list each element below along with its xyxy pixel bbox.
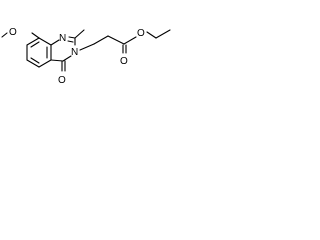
bond-n3-c4 (62, 55, 72, 62)
bond-ch2-ch2 (93, 35, 109, 45)
bond-c2-methyl (74, 29, 85, 39)
atom-label-o-ketone: O (58, 75, 66, 86)
bond-c4-c4a (50, 59, 64, 62)
atom-label-n-ring: N (71, 47, 78, 58)
atom-label-o-methoxy: O (9, 27, 17, 38)
bond-n1-c2-double (67, 40, 74, 43)
bond-ch2-carbonyl (107, 35, 125, 45)
atom-label-o-ester: O (137, 28, 145, 39)
bond-benzene-5 (26, 59, 40, 68)
atom-labels: O N N O O O (9, 27, 145, 86)
bond-c8-omethoxy (31, 32, 40, 39)
atom-label-o-carbonyl: O (120, 56, 128, 67)
bond-benzene-4 (38, 59, 52, 68)
bond-methoxy-methyl (1, 32, 8, 38)
bond-benzene-inner-3 (30, 57, 40, 64)
bond-c8a-n1 (50, 39, 60, 46)
bond-n3-ch2 (79, 43, 95, 51)
bond-carbonyl-oester (123, 36, 137, 45)
bond-oester-ethyl (146, 31, 157, 39)
chemical-structure-diagram: O N N O O O (1, 27, 171, 86)
bond-benzene-2 (38, 37, 52, 46)
bond-ethyl (155, 29, 171, 39)
atom-label-n-upper: N (59, 33, 66, 44)
bond-benzene-1 (26, 37, 40, 46)
bond-n1-c2 (68, 36, 76, 39)
bond-benzene-inner-1 (30, 41, 40, 48)
bonds (1, 29, 171, 72)
